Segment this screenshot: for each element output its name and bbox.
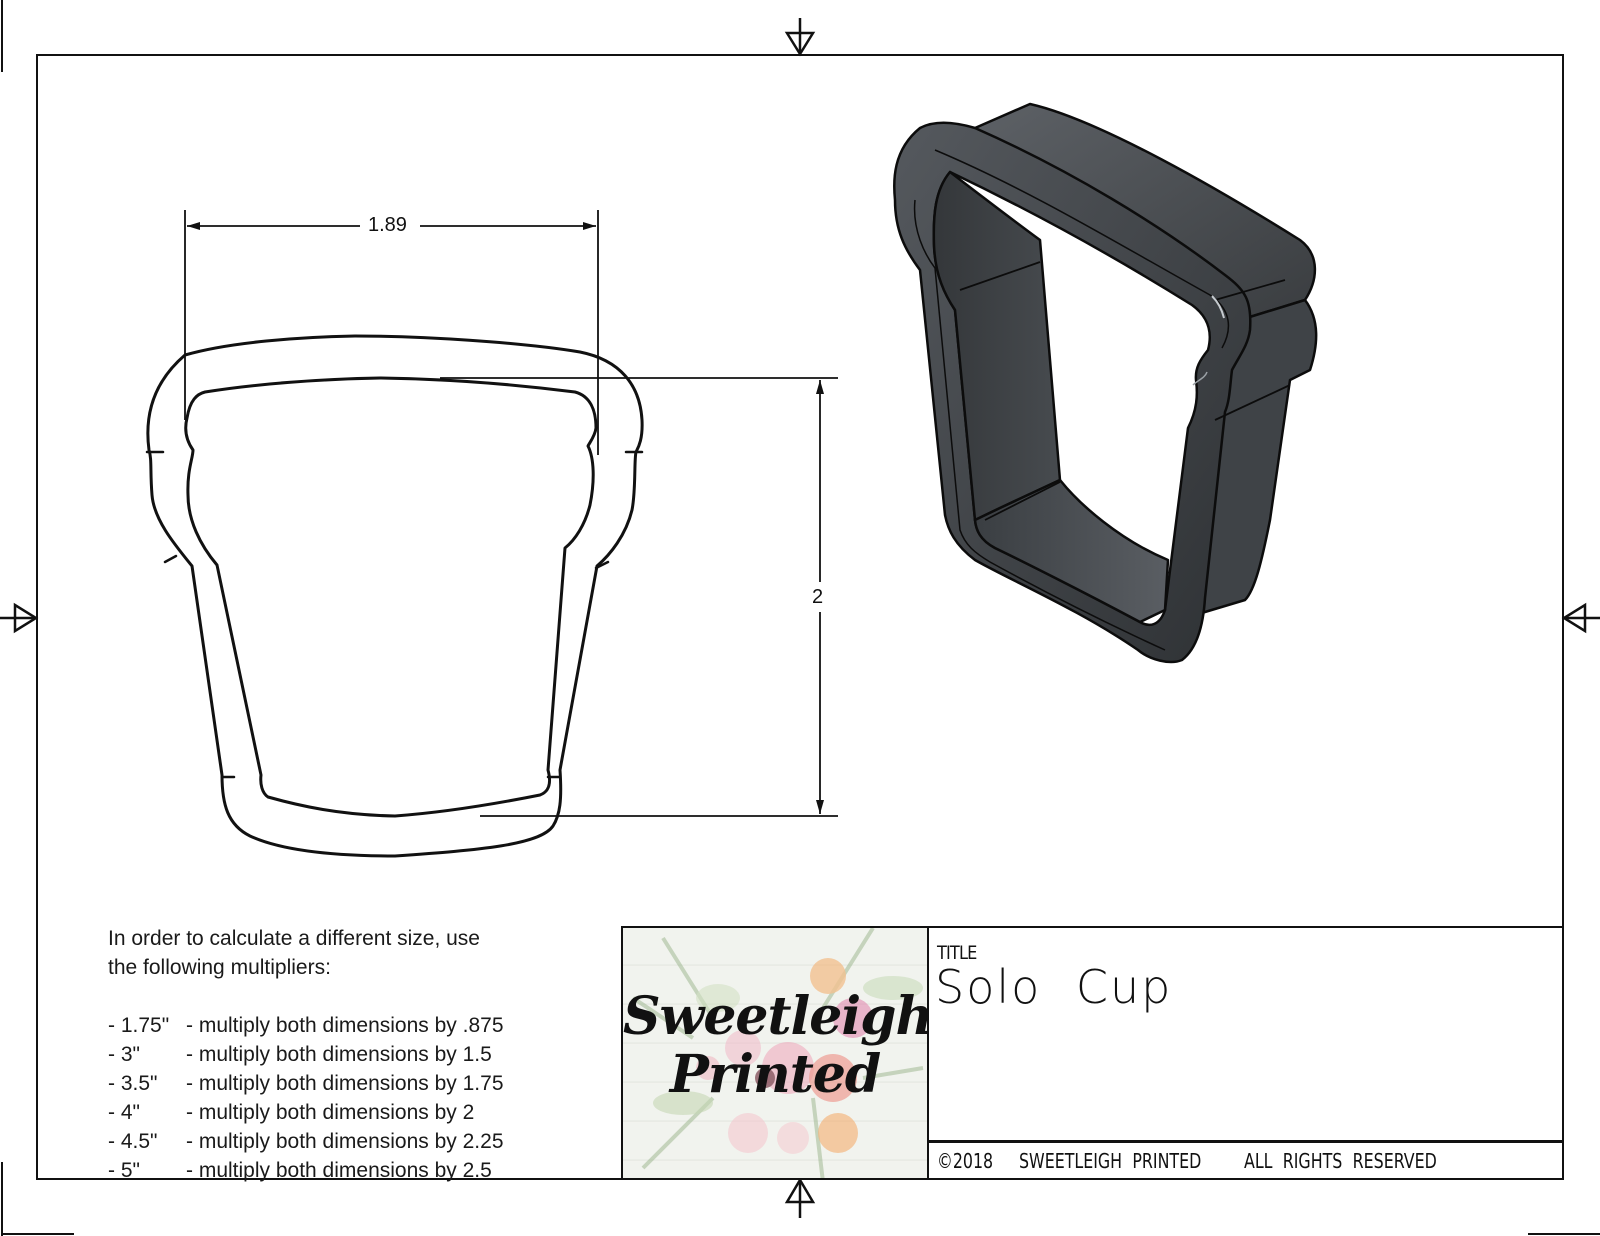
multiplier-size: - 3.5": [108, 1072, 158, 1095]
dimension-width: [184, 210, 599, 455]
size-multiplier-notes: In order to calculate a different size, …: [108, 924, 504, 1185]
multiplier-size: - 4": [108, 1101, 140, 1124]
drawing-title: Solo Cup: [935, 960, 1173, 1014]
logo-line-1: Sweetleigh: [623, 986, 929, 1047]
centering-arrow-bottom: [784, 1177, 816, 1218]
rights-statement: ALL RIGHTS RESERVED: [1243, 1148, 1437, 1173]
multiplier-row: - 4.5" - multiply both dimensions by 2.2…: [108, 1127, 504, 1156]
inner-outline: [184, 376, 598, 818]
copyright-footer: ©2018 SWEETLEIGH PRINTED ALL RIGHTS RESE…: [929, 1140, 1562, 1178]
copyright-year: ©2018: [937, 1148, 994, 1173]
dimension-width-label: 1.89: [364, 214, 411, 237]
corner-mark-bottom-left: [1, 1162, 74, 1236]
multiplier-row: - 1.75" - multiply both dimensions by .8…: [108, 1011, 504, 1040]
multiplier-row: - 4" - multiply both dimensions by 2: [108, 1098, 504, 1127]
dimension-height: [440, 377, 838, 817]
multiplier-row: - 5" - multiply both dimensions by 2.5: [108, 1156, 504, 1185]
segment-ticks: [145, 450, 644, 779]
centering-arrow-top: [784, 18, 816, 57]
multiplier-text: - multiply both dimensions by 2.5: [186, 1159, 492, 1182]
centering-arrow-left: [0, 602, 39, 634]
brand-logo: Sweetleigh Printed: [621, 926, 929, 1180]
multiplier-text: - multiply both dimensions by 1.75: [186, 1072, 504, 1095]
multiplier-size: - 3": [108, 1043, 140, 1066]
multiplier-size: - 5": [108, 1159, 140, 1182]
title-block: TITLE Solo Cup ©2018 SWEETLEIGH PRINTED …: [927, 926, 1564, 1180]
title-label: TITLE: [937, 942, 977, 964]
multiplier-size: - 4.5": [108, 1130, 158, 1153]
company-name: SWEETLEIGH PRINTED: [1018, 1148, 1202, 1173]
multiplier-row: - 3" - multiply both dimensions by 1.5: [108, 1040, 504, 1069]
dimension-height-label: 2: [810, 586, 826, 609]
centering-arrow-right: [1561, 602, 1600, 634]
multiplier-text: - multiply both dimensions by .875: [186, 1014, 504, 1037]
multiplier-size: - 1.75": [108, 1014, 170, 1037]
multiplier-text: - multiply both dimensions by 2.25: [186, 1130, 504, 1153]
logo-line-2: Printed: [669, 1044, 882, 1105]
notes-intro: In order to calculate a different size, …: [108, 927, 480, 979]
multiplier-text: - multiply both dimensions by 2: [186, 1101, 475, 1124]
multiplier-row: - 3.5" - multiply both dimensions by 1.7…: [108, 1069, 504, 1098]
outer-outline: [146, 334, 644, 858]
multiplier-text: - multiply both dimensions by 1.5: [186, 1043, 492, 1066]
floral-watercolor-icon: [631, 928, 924, 1178]
